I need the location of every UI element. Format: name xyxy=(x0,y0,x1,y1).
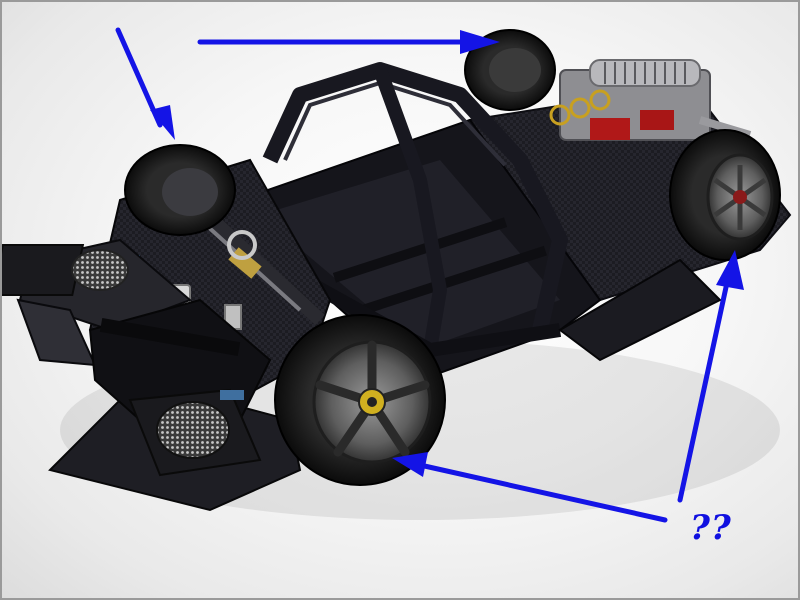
arrow-to-front-right-wheel xyxy=(417,462,668,523)
question-annotation: ?? xyxy=(690,508,732,548)
a-pillar xyxy=(373,67,447,352)
lower-radiator-fan xyxy=(128,388,262,477)
arrow-to-rear-left-wheel xyxy=(677,275,731,503)
rear-right-wheel xyxy=(464,29,556,111)
bumper-crossbar xyxy=(99,317,241,357)
seat-rail xyxy=(332,217,508,283)
rear-left-wheel xyxy=(669,129,781,261)
upper-radiator-fan xyxy=(0,244,129,296)
side-skirt xyxy=(558,258,722,362)
front-left-wheel xyxy=(124,144,236,236)
roll-cage xyxy=(262,62,568,332)
front-right-wheel xyxy=(274,314,446,486)
engine xyxy=(549,59,752,141)
seat-rail xyxy=(363,245,547,315)
arrow-to-front-left-wheel xyxy=(115,27,163,128)
annotation-arrows xyxy=(115,27,744,523)
